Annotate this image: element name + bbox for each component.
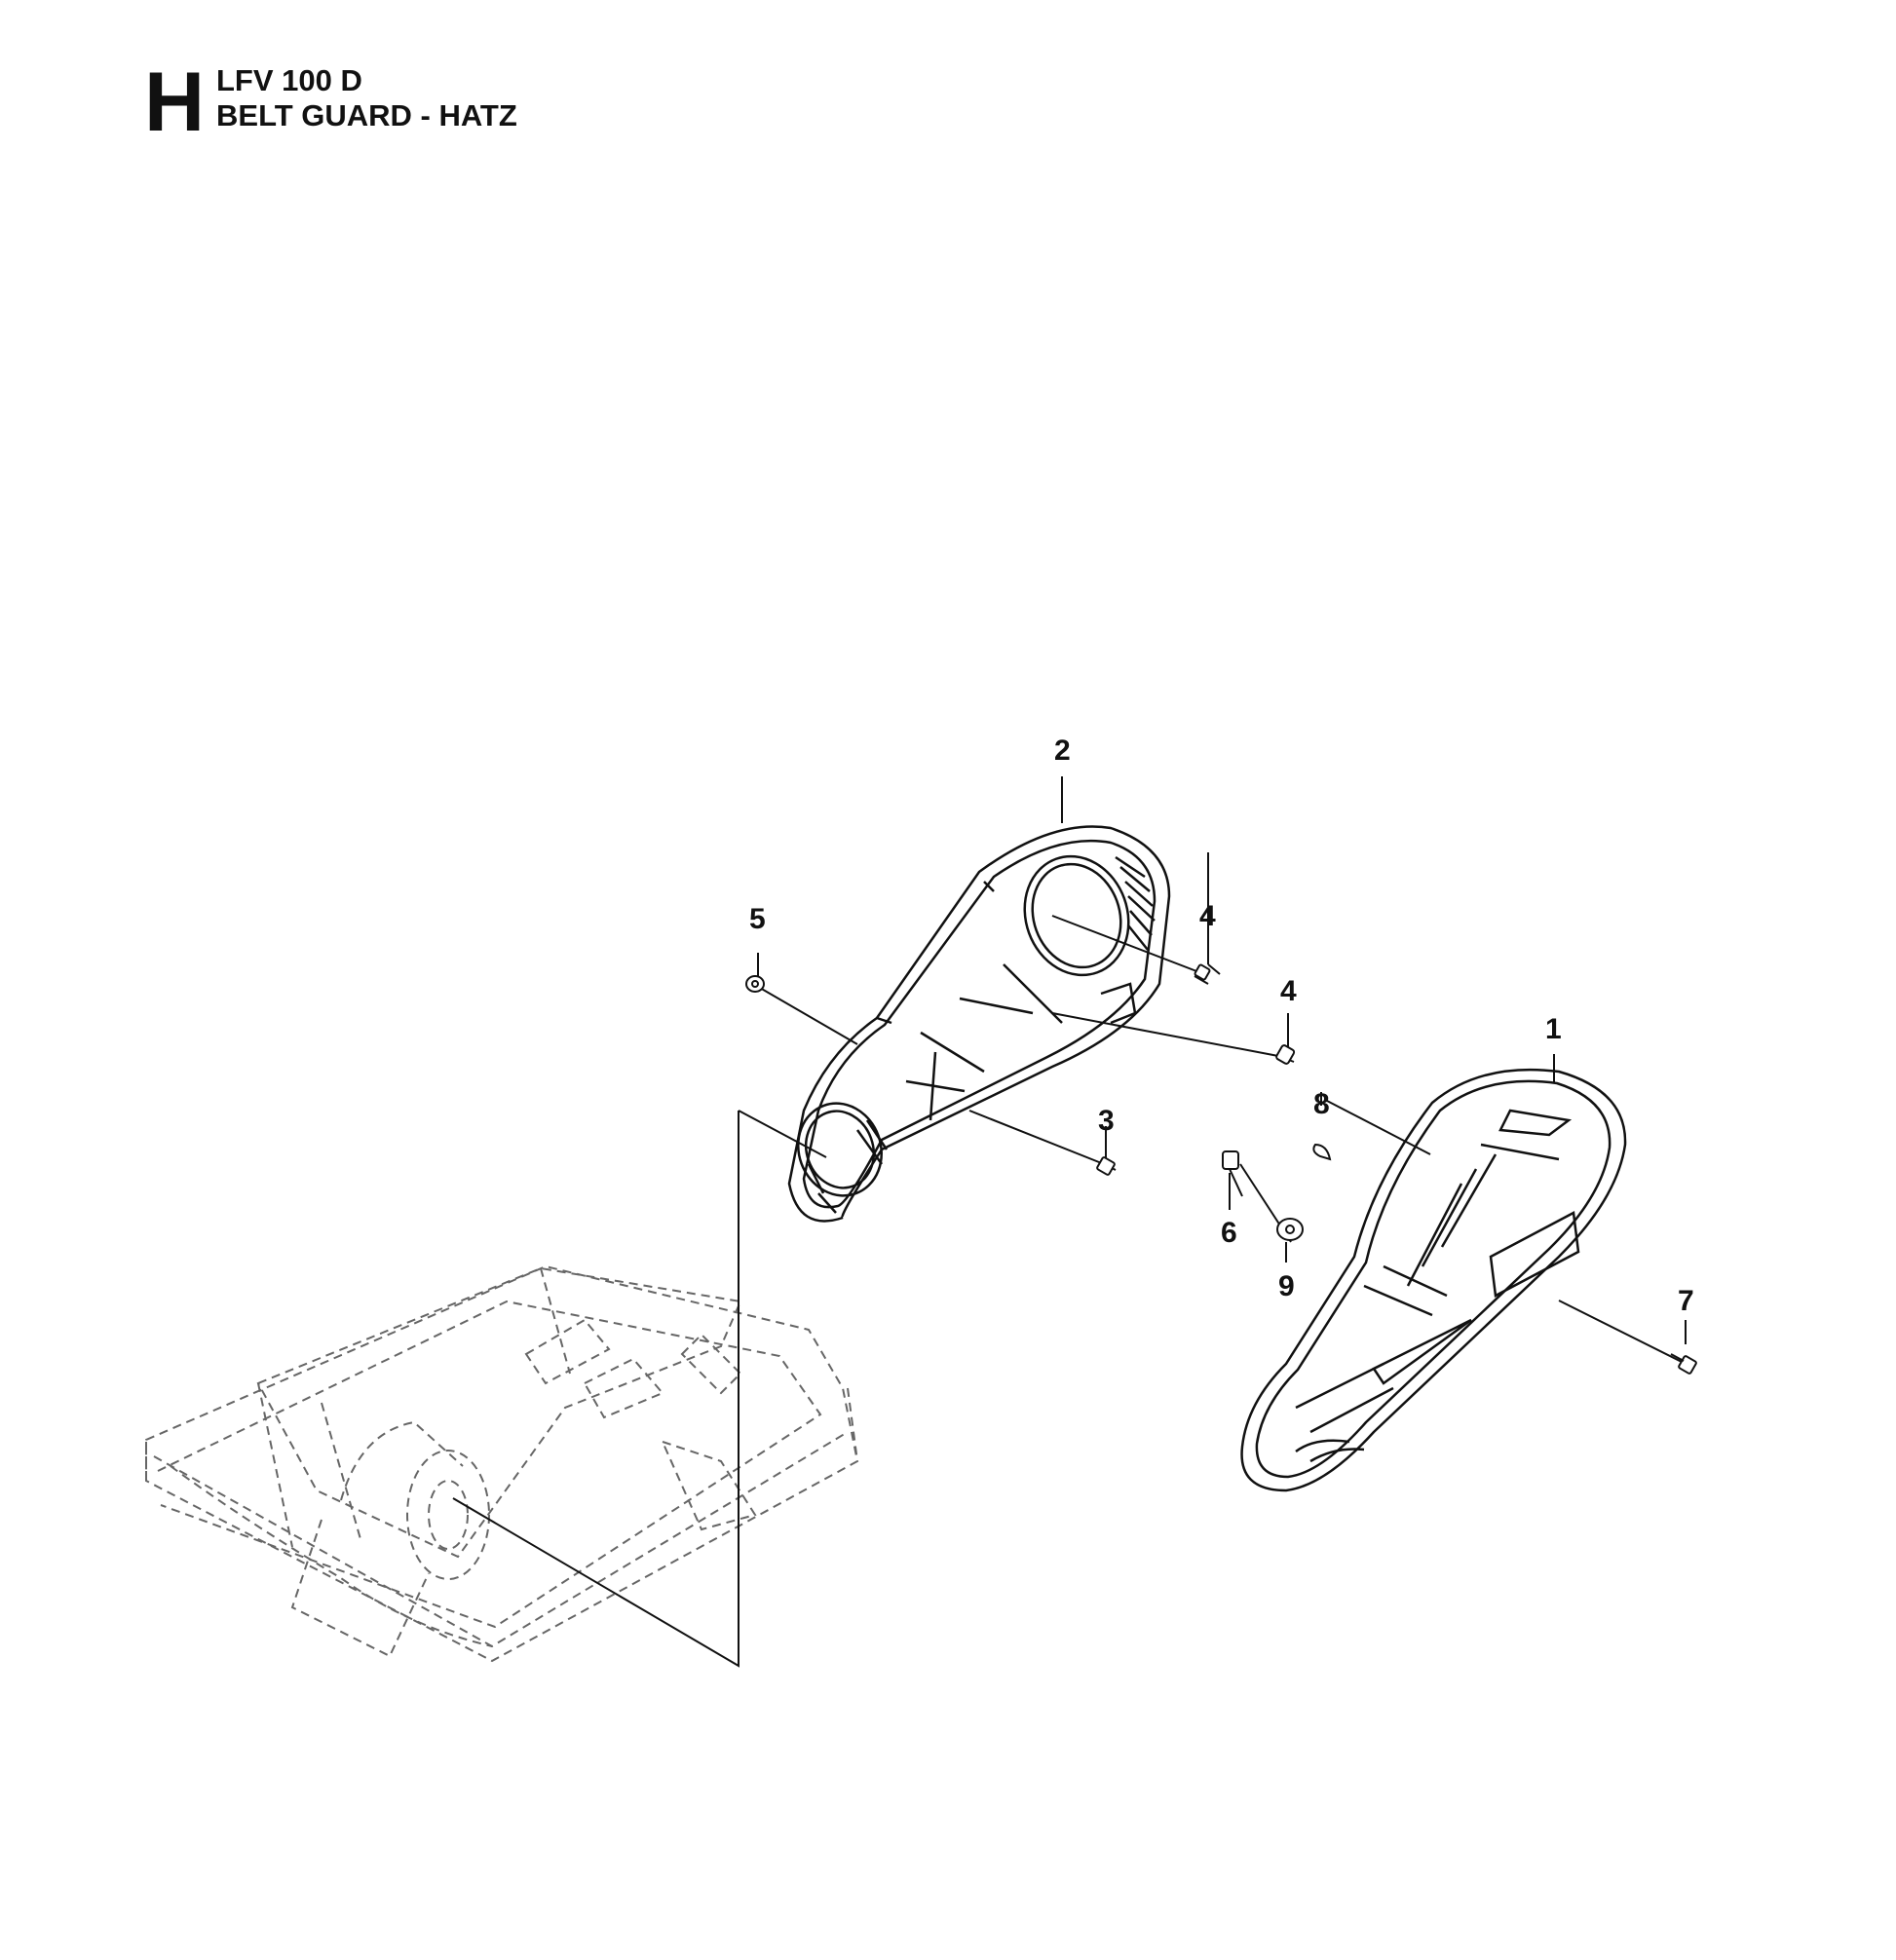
- callout-2: 2: [1054, 735, 1071, 767]
- outer-belt-guard-part: [1240, 1068, 1627, 1492]
- screw-6-part: [1222, 1150, 1243, 1197]
- section-letter: H: [144, 56, 206, 149]
- callout-4-lower: 4: [1280, 975, 1297, 1007]
- callout-1: 1: [1545, 1013, 1562, 1045]
- callout-6: 6: [1221, 1217, 1237, 1249]
- callout-8: 8: [1313, 1088, 1330, 1120]
- base-plate-outline: [145, 1264, 859, 1663]
- screw-4-upper-part: [1194, 963, 1221, 985]
- leader-lines: [452, 776, 1687, 1668]
- screw-3-part: [1096, 1156, 1117, 1176]
- callout-9: 9: [1278, 1270, 1295, 1302]
- screw-7-part: [1670, 1353, 1697, 1375]
- model-name: LFV 100 D: [216, 63, 362, 97]
- callout-4-upper: 4: [1199, 900, 1216, 932]
- callout-3: 3: [1098, 1105, 1115, 1137]
- callout-labels: 1 2 3 4 4 5 6 7 8 9: [749, 735, 1694, 1317]
- inner-belt-guard-part: [787, 825, 1171, 1223]
- callout-7: 7: [1678, 1285, 1694, 1317]
- nut-5-part: [745, 975, 765, 993]
- diagram-title: BELT GUARD - HATZ: [216, 98, 517, 132]
- washer-9-part: [1276, 1218, 1304, 1241]
- hardware-parts: [745, 963, 1697, 1375]
- screw-4-lower-part: [1275, 1044, 1296, 1065]
- clip-8-part: [1312, 1143, 1332, 1161]
- callout-5: 5: [749, 903, 766, 935]
